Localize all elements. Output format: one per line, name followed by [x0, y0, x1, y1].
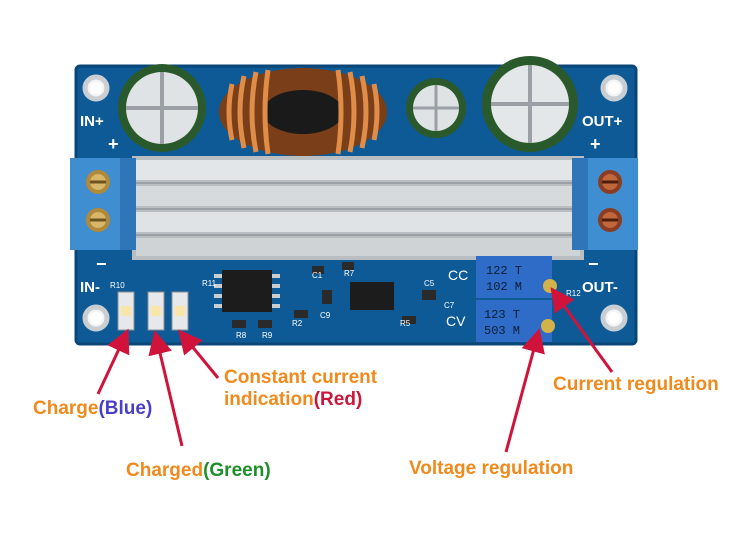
capacitor-output-large — [482, 56, 578, 152]
pot-voltage-marking-2: 503 M — [484, 324, 520, 338]
capacitor-input — [118, 64, 206, 152]
status-leds — [117, 291, 189, 331]
silk-in-minus: IN- — [80, 279, 100, 296]
arrow-charge — [96, 328, 130, 395]
inductor-coil — [219, 68, 387, 156]
silk-r5: R5 — [400, 319, 411, 328]
arrow-constant-current — [178, 329, 220, 379]
label-cc-color: (Red) — [313, 389, 363, 410]
silk-c5: C5 — [424, 279, 435, 288]
label-charge-color: (Blue) — [98, 398, 153, 419]
label-charge-blue: Charge(Blue) — [33, 398, 152, 420]
label-current-regulation: Current regulation — [553, 374, 719, 395]
ic-chip — [214, 270, 394, 312]
label-cc-line2: indication — [224, 389, 314, 410]
arrow-charged — [148, 330, 184, 447]
pot-current — [476, 256, 557, 298]
silk-r2: R2 — [292, 319, 303, 328]
input-terminal-block — [70, 158, 136, 250]
heatsink — [132, 156, 584, 260]
silk-plus-left: + — [108, 134, 119, 154]
smd-components — [232, 262, 436, 328]
label-cc-line1: Constant current — [224, 367, 378, 388]
silk-r12: R12 — [566, 289, 581, 298]
label-voltage-regulation: Voltage regulation — [409, 458, 574, 479]
silk-c7: C7 — [444, 301, 455, 310]
silk-r8: R8 — [236, 331, 247, 340]
silk-cc: CC — [448, 267, 468, 283]
silk-out-minus: OUT- — [582, 279, 618, 296]
pot-current-marking-2: 102 M — [486, 280, 522, 294]
silk-in-plus: IN+ — [80, 113, 104, 130]
silk-r7: R7 — [344, 269, 355, 278]
silk-r9: R9 — [262, 331, 273, 340]
pot-voltage-marking-1: 123 T — [484, 308, 520, 322]
label-charged-green: Charged(Green) — [126, 460, 271, 482]
arrow-voltage-regulation — [504, 328, 545, 453]
label-charged-color: (Green) — [203, 460, 271, 481]
label-charge-text: Charge — [33, 398, 99, 419]
silk-r11: R11 — [202, 279, 217, 288]
silk-plus-right: + — [590, 134, 601, 154]
arrow-current-regulation — [550, 287, 614, 373]
label-charged-text: Charged — [126, 460, 204, 481]
silk-c1: C1 — [312, 271, 323, 280]
silk-out-plus: OUT+ — [582, 113, 623, 130]
output-terminal-block — [572, 158, 638, 250]
silk-c9: C9 — [320, 311, 331, 320]
pot-current-marking-1: 122 T — [486, 264, 522, 278]
silk-r10: R10 — [110, 281, 125, 290]
label-constant-current: Constant current indication(Red) — [224, 367, 377, 411]
capacitor-output-small — [406, 78, 466, 138]
mounting-holes — [82, 74, 628, 332]
silk-minus-right: − — [588, 254, 599, 274]
silk-cv: CV — [446, 313, 466, 329]
silk-minus-left: − — [96, 254, 107, 274]
